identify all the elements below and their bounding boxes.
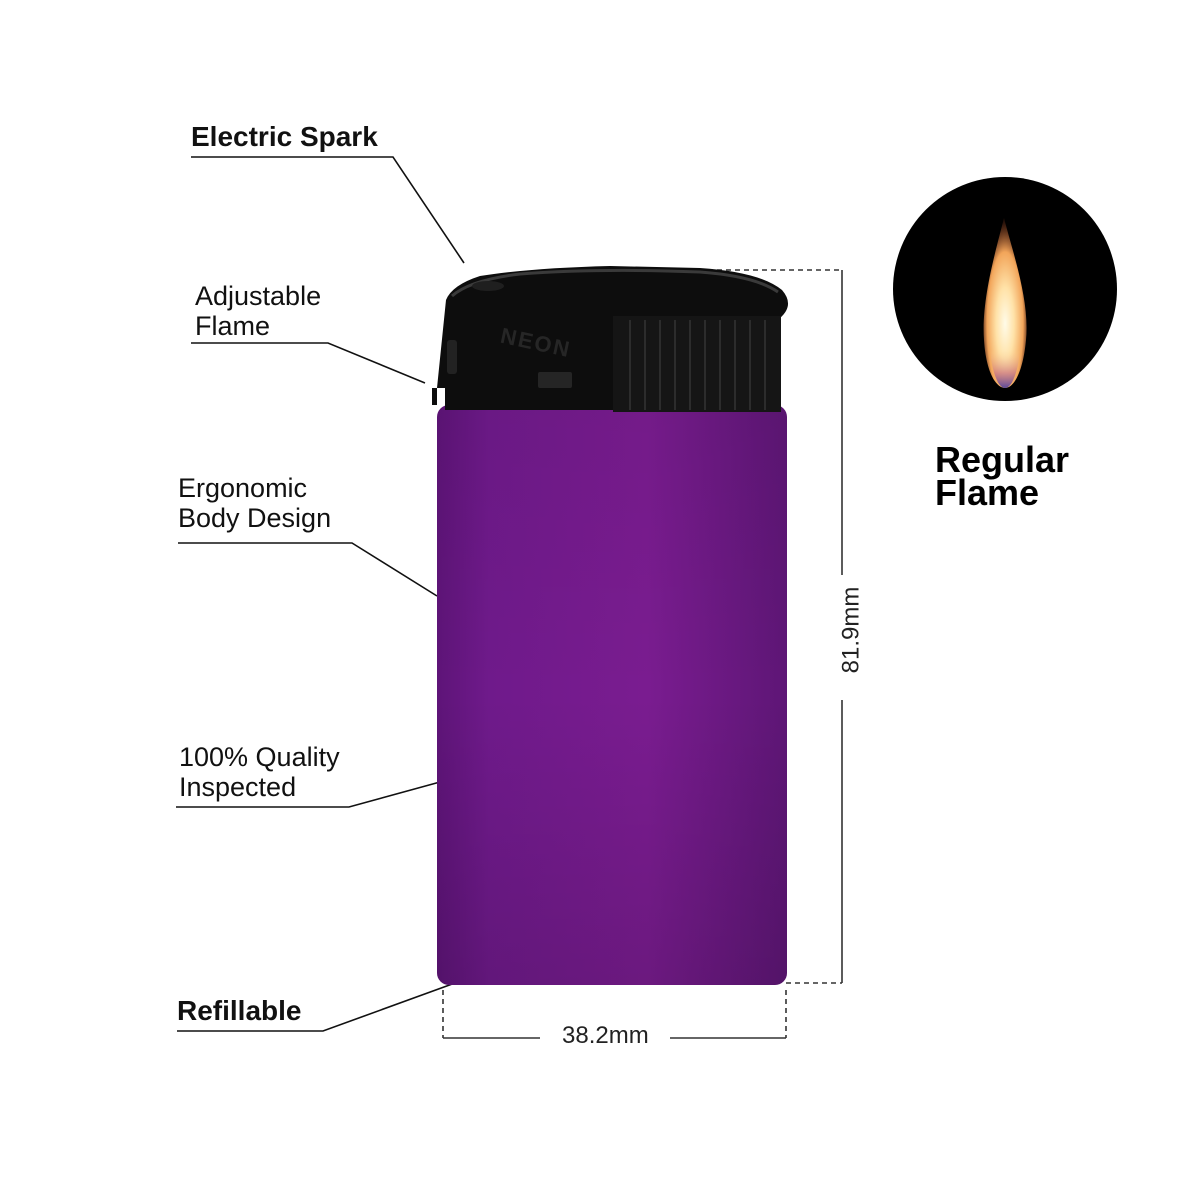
label-ergonomic-body-line2: Body Design bbox=[178, 503, 332, 533]
label-ergonomic-body: Ergonomic Body Design bbox=[178, 473, 331, 533]
label-electric-spark: Electric Spark bbox=[191, 121, 378, 152]
label-ergonomic-body-line1: Ergonomic bbox=[178, 473, 308, 503]
label-adjustable-flame: Adjustable Flame bbox=[195, 281, 321, 341]
lighter-cap-top-highlight bbox=[451, 268, 779, 298]
dimension-width-label: 38.2mm bbox=[556, 1022, 655, 1050]
leader-refillable bbox=[177, 982, 456, 1032]
lighter-spark-window bbox=[538, 372, 572, 388]
label-quality-inspected-line2: Inspected bbox=[179, 772, 297, 802]
label-refillable: Refillable bbox=[177, 995, 302, 1026]
lighter-button-ridges bbox=[629, 320, 766, 410]
label-adjustable-flame-line1: Adjustable bbox=[195, 281, 322, 311]
leader-lines bbox=[176, 156, 465, 1032]
leader-quality-inspected bbox=[176, 781, 441, 808]
label-quality-inspected: 100% Quality Inspected bbox=[179, 742, 340, 802]
flame-illustration bbox=[893, 177, 1117, 401]
flame-caption-line1: Regular bbox=[935, 439, 1070, 480]
flame-caption-line2: Flame bbox=[935, 472, 1040, 513]
dimension-lines bbox=[442, 269, 843, 1039]
flame-caption: Regular Flame bbox=[935, 439, 1070, 513]
dimension-height-label: 81.9mm bbox=[837, 580, 866, 680]
flame-base bbox=[990, 350, 1020, 388]
lighter-body-shade bbox=[437, 405, 787, 985]
label-quality-inspected-line1: 100% Quality bbox=[179, 742, 340, 772]
leader-ergonomic-body bbox=[178, 542, 438, 597]
lighter-button bbox=[613, 316, 781, 412]
flame-shape bbox=[983, 218, 1027, 388]
lighter-nozzle bbox=[472, 281, 504, 291]
lighter-adjuster bbox=[447, 340, 457, 374]
leader-electric-spark bbox=[191, 156, 465, 264]
leader-adjustable-flame bbox=[191, 342, 426, 384]
lighter bbox=[432, 266, 789, 985]
label-adjustable-flame-line2: Flame bbox=[195, 311, 271, 341]
